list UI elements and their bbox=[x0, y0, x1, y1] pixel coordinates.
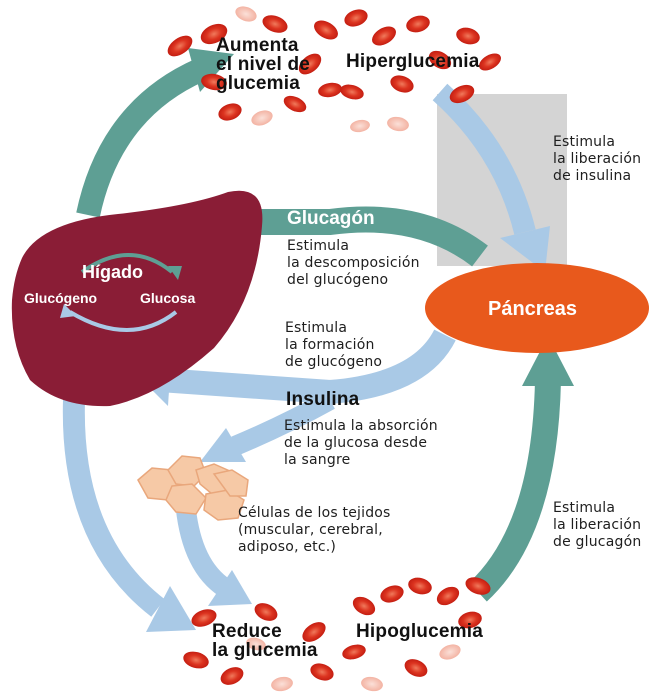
hyperglycemia-to-pancreas-arrow bbox=[432, 83, 550, 272]
liver-label: Hígado bbox=[82, 262, 143, 282]
liver-shape bbox=[11, 190, 263, 407]
stimulates-glucagon-release-label: Estimula la liberación de glucagón bbox=[553, 500, 642, 550]
tissue-cells-cluster bbox=[137, 455, 249, 521]
glycogen-cycle-arrows bbox=[60, 253, 182, 332]
liver-to-hypoglycemia-arrow bbox=[62, 399, 196, 632]
hypoglycemia-label: Hipoglucemia bbox=[356, 621, 483, 642]
glucose-absorption-label: Estimula la absorción de la glucosa desd… bbox=[284, 418, 438, 468]
hyperglycemia-label: Hiperglucemia bbox=[346, 51, 480, 72]
glucose-label: Glucosa bbox=[140, 290, 196, 306]
glucose-rises-label: Aumenta el nivel de glucemia bbox=[216, 35, 311, 94]
glycogen-label: Glucógeno bbox=[24, 290, 98, 306]
pancreas-shape bbox=[425, 263, 649, 353]
glucagon-label: Glucagón bbox=[287, 208, 375, 229]
glycogen-formation-label: Estimula la formación de glucógeno bbox=[285, 320, 383, 370]
red-blood-cells-top bbox=[167, 6, 501, 133]
glucose-drops-label: Reduce la glucemia bbox=[212, 621, 318, 661]
stimulates-insulin-release-label: Estimula la liberación de insulina bbox=[553, 134, 642, 184]
insulin-to-cells-arrow bbox=[200, 391, 335, 462]
hypoglycemia-to-pancreas-arrow bbox=[468, 336, 574, 602]
pancreas-label: Páncreas bbox=[488, 298, 577, 320]
red-blood-cells-bottom bbox=[183, 577, 491, 692]
glycogen-breakdown-label: Estimula la descomposición del glucógeno bbox=[287, 238, 420, 288]
liver-to-hyperglycemia-arrow bbox=[76, 48, 234, 218]
insulin-label: Insulina bbox=[286, 389, 360, 410]
tissue-cells-label: Células de los tejidos (muscular, cerebr… bbox=[238, 505, 391, 555]
